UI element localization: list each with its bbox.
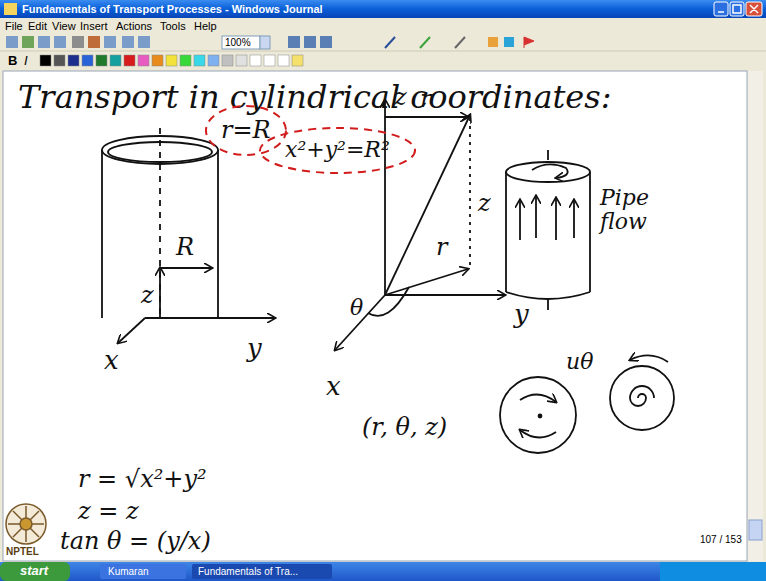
menu-item: View — [52, 20, 76, 32]
axis-label: y — [514, 300, 529, 329]
italic-button: I — [24, 54, 28, 68]
menu-item: File — [5, 20, 23, 32]
scrollbar — [748, 71, 763, 561]
page-title: Transport in cylindrical coordinates: — [18, 80, 612, 115]
menu-item: Help — [194, 20, 217, 32]
pipe-sketch — [506, 150, 590, 310]
angle-label: θ — [350, 296, 363, 320]
nptel-logo — [6, 504, 46, 544]
coordinate-triple: (r, θ, z) — [362, 414, 447, 440]
menu-item: Actions — [116, 20, 152, 32]
window-title: Fundamentals of Transport Processes - Wi… — [22, 3, 323, 15]
velocity-label: uθ — [566, 350, 593, 374]
radius-label: r — [436, 234, 447, 260]
axis-label: z — [141, 282, 154, 308]
axis-label: x — [104, 346, 119, 375]
flow-note: Pipe flow — [600, 186, 662, 234]
equation: r = √x²+y² — [78, 466, 207, 492]
taskbar-item: Fundamentals of Tra... — [198, 566, 298, 577]
equation: x²+y²=R² — [285, 138, 390, 162]
taskbar-item: Kumaran — [108, 566, 149, 577]
axis-label: x — [326, 372, 341, 401]
zoom-level: 100% — [225, 37, 251, 48]
radius-label: r — [420, 86, 431, 112]
cylinder-sketch — [102, 128, 275, 343]
axis-label: y — [247, 334, 262, 363]
equation: tan θ = (y/x) — [60, 528, 211, 554]
logo-text: NPTEL — [6, 546, 39, 557]
bold-button: B — [8, 54, 17, 68]
menu-item: Insert — [80, 20, 108, 32]
dashed-ellipse: x²+y²=R² — [258, 126, 417, 175]
note-page — [3, 71, 747, 561]
radius-label: R — [176, 234, 194, 260]
app-icon — [4, 3, 17, 15]
start-button: start — [20, 564, 48, 578]
equation: r=R — [221, 117, 271, 143]
taskbar — [0, 562, 766, 581]
page-counter: 107 / 153 — [700, 534, 742, 545]
menu-item: Edit — [28, 20, 47, 32]
title-bar — [0, 0, 766, 18]
axis-label: z — [478, 190, 491, 216]
equation: z = z — [78, 498, 139, 524]
dashed-ellipse: r=R — [204, 104, 288, 157]
axis-label: z — [394, 84, 407, 110]
menu-item: Tools — [160, 20, 186, 32]
